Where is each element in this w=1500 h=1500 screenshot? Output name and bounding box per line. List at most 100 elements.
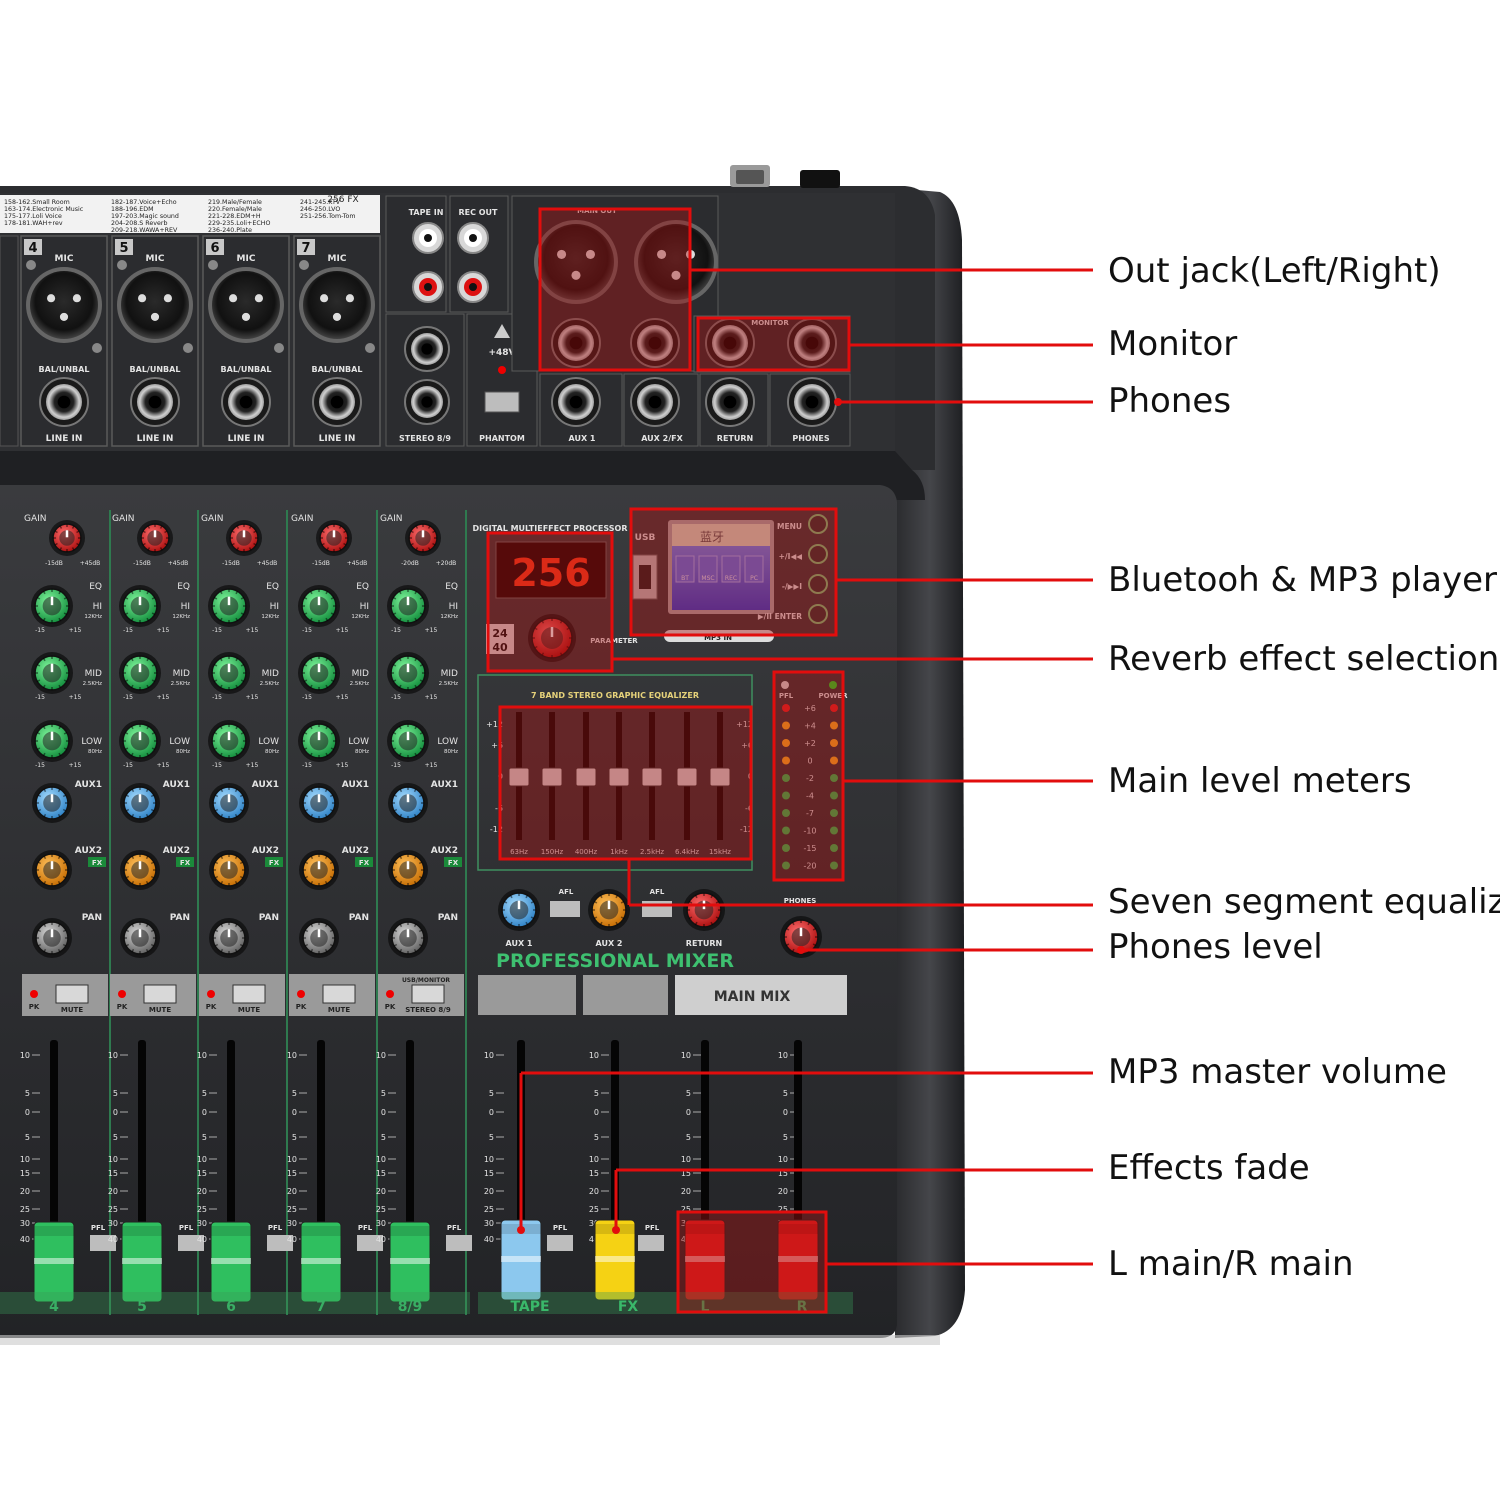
- eq-slider-cap[interactable]: [676, 767, 698, 787]
- lcd-mode-label: REC: [725, 575, 737, 582]
- afl-button-2[interactable]: [642, 901, 672, 917]
- knob-grip: [309, 657, 313, 662]
- bit-badge: [486, 624, 514, 654]
- fx-list-item: 182-187.Voice+Echo: [111, 199, 177, 206]
- eq-band-label: LOW: [348, 737, 369, 747]
- fx-pfl-button[interactable]: [638, 1235, 664, 1251]
- mute-button[interactable]: [143, 984, 177, 1004]
- knob-grip: [124, 663, 129, 667]
- knob-grip: [234, 923, 238, 928]
- eq-slider-cap[interactable]: [508, 767, 530, 787]
- pfl-button[interactable]: [90, 1235, 116, 1251]
- knob-grip: [310, 880, 314, 885]
- knob-grip: [398, 617, 402, 622]
- gain-min-label: -15dB: [312, 560, 330, 567]
- fader-scale-label: 25: [20, 1205, 30, 1214]
- fader-scale-label: 10: [484, 1051, 494, 1060]
- mute-button[interactable]: [322, 984, 356, 1004]
- highlight-main-out: [538, 207, 692, 372]
- knob-grip: [413, 948, 417, 953]
- fader-scale-label: 25: [681, 1205, 691, 1214]
- knob-grip: [124, 731, 129, 735]
- knob-grip: [130, 590, 134, 595]
- knob-cap: [43, 861, 61, 879]
- knob-grip: [58, 752, 62, 757]
- fader-cap-ridge: [301, 1226, 341, 1236]
- peak-led: [118, 990, 126, 998]
- player-button[interactable]: [808, 514, 828, 534]
- dsp-display-value: 256: [511, 551, 590, 595]
- knob-cap: [42, 731, 62, 751]
- knob-grip: [419, 612, 424, 616]
- knob-grip: [239, 943, 244, 947]
- eq-slider-cap[interactable]: [641, 767, 663, 787]
- pfl-button[interactable]: [357, 1235, 383, 1251]
- knob-grip: [325, 752, 329, 757]
- usb-port-slot: [639, 565, 651, 589]
- phantom-switch[interactable]: [484, 391, 520, 413]
- eq-scale-left: +6: [491, 741, 503, 750]
- meter-pfl-label: PFL: [779, 692, 794, 700]
- mute-button[interactable]: [411, 984, 445, 1004]
- bal-unbal-label: BAL/UNBAL: [130, 365, 181, 374]
- knob-grip: [418, 875, 423, 879]
- xlr-face: [30, 271, 98, 339]
- knob-grip: [338, 525, 342, 529]
- player-button[interactable]: [808, 544, 828, 564]
- knob-grip: [145, 855, 149, 860]
- eq-slider-cap[interactable]: [575, 767, 597, 787]
- eq-max-label: +15: [336, 627, 349, 634]
- eq-slider-cap[interactable]: [608, 767, 630, 787]
- eq-scale-left: -12: [490, 825, 503, 834]
- knob-grip: [150, 929, 155, 933]
- eq-max-label: +15: [69, 694, 82, 701]
- knob-grip: [234, 788, 238, 793]
- knob-grip: [124, 612, 129, 616]
- tape-pfl-button[interactable]: [547, 1235, 573, 1251]
- eq-slider-cap[interactable]: [541, 767, 563, 787]
- fader-scale-label: 15: [108, 1169, 118, 1178]
- pfl-button[interactable]: [178, 1235, 204, 1251]
- fader-scale-label: 0: [783, 1108, 788, 1117]
- eq-freq-label: 2.5KHz: [83, 681, 102, 687]
- xlr-face: [538, 224, 614, 300]
- aux1-label: AUX1: [431, 780, 458, 790]
- fader-cap-line: [501, 1256, 541, 1262]
- main-right-label: R: [797, 1299, 808, 1315]
- knob-grip: [398, 725, 402, 730]
- player-button[interactable]: [808, 604, 828, 624]
- knob-grip: [413, 788, 417, 793]
- knob-grip: [150, 794, 155, 798]
- gain-label: GAIN: [24, 514, 47, 524]
- eq-slider-cap[interactable]: [709, 767, 731, 787]
- pfl-button[interactable]: [446, 1235, 472, 1251]
- knob-grip: [220, 788, 224, 793]
- knob-grip: [599, 921, 603, 926]
- afl-button-1[interactable]: [550, 901, 580, 917]
- mute-button[interactable]: [232, 984, 266, 1004]
- lcd-mode-label: MSC: [701, 575, 714, 582]
- fx-badge-label: FX: [448, 859, 459, 867]
- xlr-face: [121, 271, 189, 339]
- fx-list-item: 229-235.Loli+ECHO: [208, 220, 270, 227]
- mute-button[interactable]: [55, 984, 89, 1004]
- knob-grip: [234, 948, 238, 953]
- pfl-button[interactable]: [267, 1235, 293, 1251]
- player-button[interactable]: [808, 574, 828, 594]
- knob-grip: [125, 929, 130, 933]
- knob-grip: [236, 525, 240, 529]
- knob-grip: [566, 645, 570, 649]
- graphic-eq-title: 7 BAND STEREO GRAPHIC EQUALIZER: [531, 691, 699, 700]
- meter-scale-label: -20: [803, 862, 816, 871]
- knob-grip: [343, 542, 347, 546]
- knob-grip: [124, 596, 129, 600]
- mute-label: MUTE: [238, 1006, 260, 1014]
- knob-grip: [304, 943, 309, 947]
- knob-grip: [791, 948, 795, 953]
- bal-unbal-label: BAL/UNBAL: [39, 365, 90, 374]
- knob-grip: [324, 880, 328, 885]
- master-footer: [478, 1292, 853, 1314]
- pan-label: PAN: [170, 913, 190, 923]
- knob-grip: [253, 542, 257, 546]
- afl-label: AFL: [559, 888, 574, 896]
